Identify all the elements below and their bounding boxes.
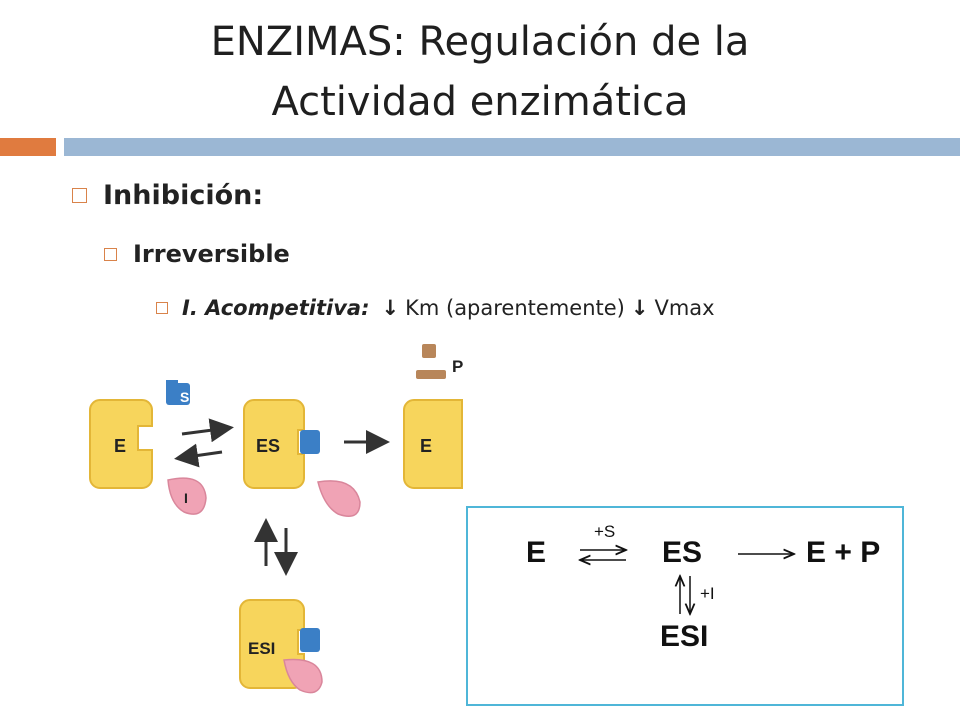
enzyme-esi: ESI (239, 599, 323, 694)
enzyme-e-right: E (403, 399, 463, 489)
bullet-box-icon (104, 247, 117, 261)
eq-es: ES (662, 536, 703, 569)
bullet-3-text-2: Vmax (654, 296, 715, 320)
bullet-box-icon (72, 188, 87, 203)
bullet-irreversible: Irreversible (104, 240, 290, 268)
label-p: P (452, 357, 463, 376)
label-es: ES (256, 436, 280, 456)
eq-e: E (526, 536, 547, 569)
label-esi: ESI (248, 639, 275, 658)
product-p: P (416, 344, 463, 379)
substrate-s: S (166, 380, 190, 405)
enzyme-es: ES (243, 399, 320, 489)
reaction-equation-box: E +S ES E + P +I ESI (466, 506, 904, 706)
bullet-inhibicion: Inhibición: (72, 180, 263, 211)
bullet-3-emphasis: I. Acompetitiva: (182, 296, 370, 320)
bullet-2-text: Irreversible (133, 240, 290, 268)
accent-bar-blue (64, 138, 960, 156)
inhibitor-shape (317, 480, 361, 517)
down-arrow-icon: ↓ (630, 296, 649, 320)
title-line-2: Actividad enzimática (271, 79, 689, 125)
arrow-forward (181, 418, 234, 443)
label-e-right: E (420, 436, 432, 456)
down-arrow-icon: ↓ (381, 296, 400, 320)
bullet-3-text: Km (aparentemente) (405, 296, 625, 320)
eq-plus-i: +I (700, 584, 715, 603)
page-title: ENZIMAS: Regulación de la Actividad enzi… (0, 12, 960, 132)
label-s: S (180, 389, 189, 405)
accent-bar-orange (0, 138, 56, 156)
enzyme-e-left: E (89, 399, 153, 489)
title-line-1: ENZIMAS: Regulación de la (210, 19, 750, 65)
eq-plus-s: +S (594, 522, 616, 541)
bullet-box-icon (156, 302, 168, 314)
bullet-acompetitiva: I. Acompetitiva: ↓ Km (aparentemente) ↓ … (156, 296, 715, 320)
eq-e-plus-p: E + P (806, 536, 881, 569)
label-e-left: E (114, 436, 126, 456)
bullet-1-text: Inhibición: (103, 180, 264, 211)
eq-esi: ESI (660, 620, 709, 653)
arrow-reverse (174, 443, 223, 468)
equation-arrows (468, 508, 902, 704)
label-i: I (184, 490, 188, 506)
inhibitor-i-left: I (167, 477, 207, 515)
